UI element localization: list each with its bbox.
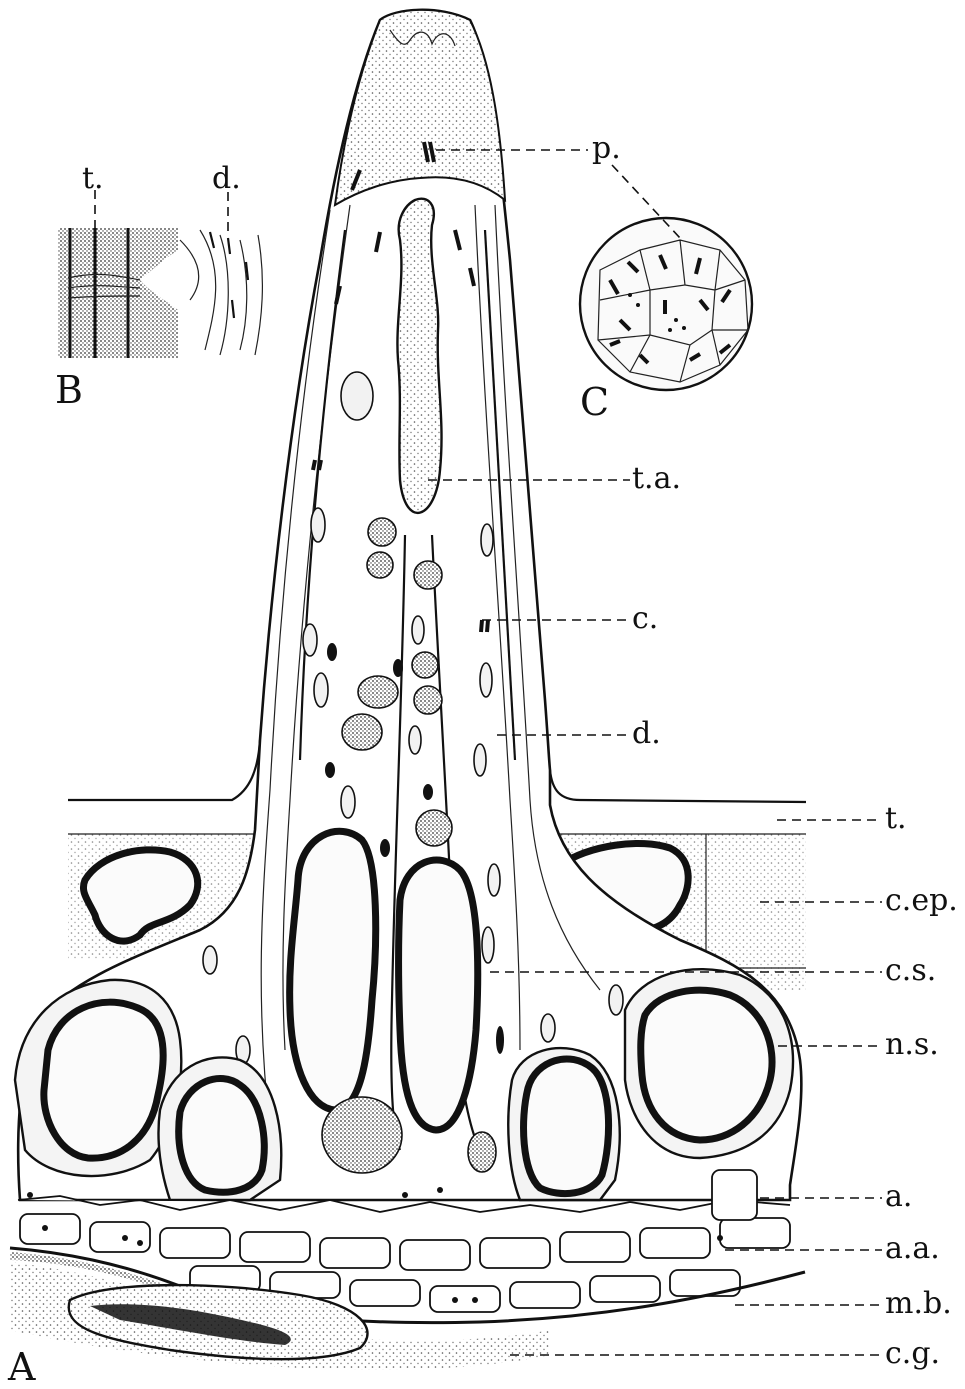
label-aa: a.a. <box>885 1231 940 1266</box>
label-p: p. <box>592 131 621 166</box>
label-mb: m.b. <box>885 1286 952 1321</box>
sense-cell-nucleus-right <box>399 860 478 1130</box>
inset-b-label-d: d. <box>212 161 241 196</box>
label-cs: c.s. <box>885 953 936 988</box>
label-ta: t.a. <box>632 461 681 496</box>
panel-label-c: C <box>580 380 609 424</box>
large-cell-nucleus-left <box>44 1002 163 1158</box>
sense-cell-nucleus-left <box>290 831 376 1110</box>
label-t: t. <box>885 801 907 836</box>
label-cg: c.g. <box>885 1336 940 1371</box>
large-cell-nucleus-2 <box>179 1079 264 1193</box>
label-a: a. <box>885 1179 912 1214</box>
label-cep: c.ep. <box>885 883 958 918</box>
large-cell-nucleus-right <box>641 990 772 1140</box>
cone-tip-cap <box>335 10 505 205</box>
panel-label-a: A <box>7 1345 36 1389</box>
inset-c <box>580 218 752 390</box>
panel-label-b: B <box>55 368 83 412</box>
label-d: d. <box>632 716 661 751</box>
inset-b-label-t: t. <box>82 161 104 196</box>
label-c: c. <box>632 601 658 636</box>
inset-b <box>58 228 262 358</box>
label-ns: n.s. <box>885 1027 939 1062</box>
large-cell-nucleus-3 <box>524 1059 609 1194</box>
